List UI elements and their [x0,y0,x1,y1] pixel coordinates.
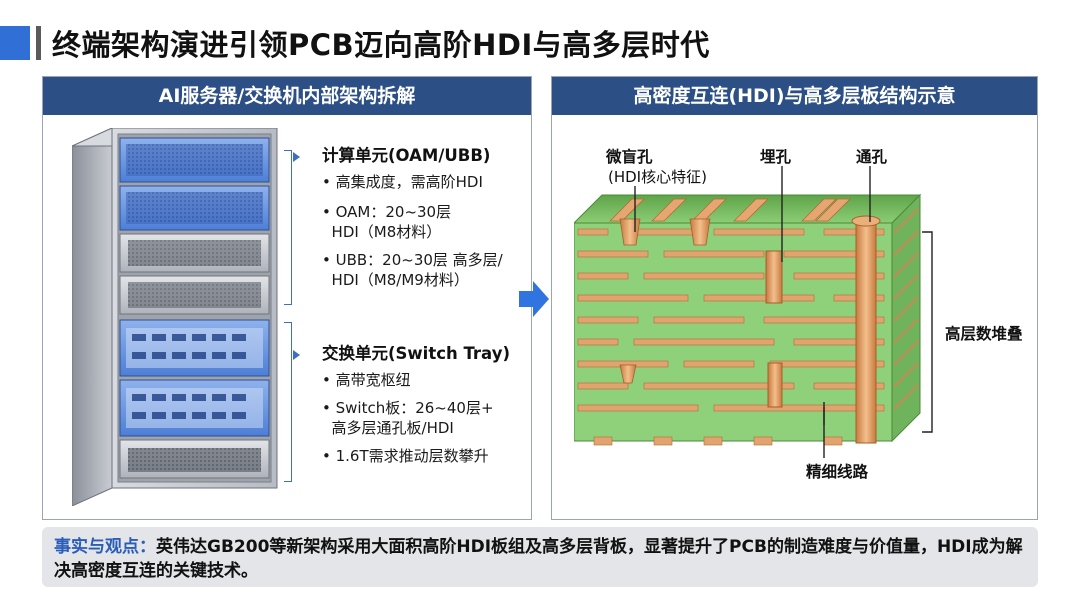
compute-item-5: HDI（M8/M9材料） [322,271,469,289]
compute-item-3: HDI（M8材料） [322,223,442,241]
hdi-panel-header: 高密度互连(HDI)与高多层板结构示意 [552,77,1037,115]
page-title: 终端架构演进引领PCB迈向高阶HDI与高多层时代 [52,28,710,62]
title-accent-block [0,26,30,60]
server-panel-header: AI服务器/交换机内部架构拆解 [43,77,531,115]
facts-and-views-box: 事实与观点：英伟达GB200等新架构采用大面积高阶HDI板组及高多层背板，显著提… [42,527,1038,587]
switch-unit-title: 交换单元(Switch Tray) [322,344,510,363]
title-accent-bar [36,26,41,60]
compute-item-1: • 高集成度，需高阶HDI [322,173,483,191]
compute-item-2: • OAM：20~30层 [322,203,452,221]
switch-item-4: • 1.6T需求推动层数攀升 [322,447,489,465]
switch-bracket-arrow [293,350,300,360]
buried-via-label: 埋孔 [760,148,792,166]
micro-via-label: 微盲孔 [606,148,653,166]
server-rack-illustration [72,128,278,506]
layer-stack-label: 高层数堆叠 [945,325,1023,343]
compute-bracket [284,150,292,305]
hdi-leader-lines [634,166,933,458]
micro-via-sublabel: (HDI核心特征) [608,168,707,186]
switch-bracket [284,322,292,482]
footer-text: 英伟达GB200等新架构采用大面积高阶HDI板组及高多层背板，显著提升了PCB的… [54,537,1023,581]
through-via-label: 通孔 [856,148,888,166]
rack-units [119,137,270,479]
fine-line-label: 精细线路 [806,463,869,481]
title-bar: 终端架构演进引领PCB迈向高阶HDI与高多层时代 [0,22,1080,64]
switch-item-2: • Switch板：26~40层+ [322,399,494,417]
compute-unit-title: 计算单元(OAM/UBB) [322,146,491,165]
switch-item-3: 高多层通孔板/HDI [322,419,454,437]
switch-item-1: • 高带宽枢纽 [322,371,411,389]
footer-lead: 事实与观点： [54,537,156,557]
pcb-cross-section-illustration [574,193,922,446]
compute-bracket-arrow [293,152,300,162]
right-arrow-icon [519,281,549,317]
compute-item-4: • UBB：20~30层 高多层/ [322,251,503,269]
